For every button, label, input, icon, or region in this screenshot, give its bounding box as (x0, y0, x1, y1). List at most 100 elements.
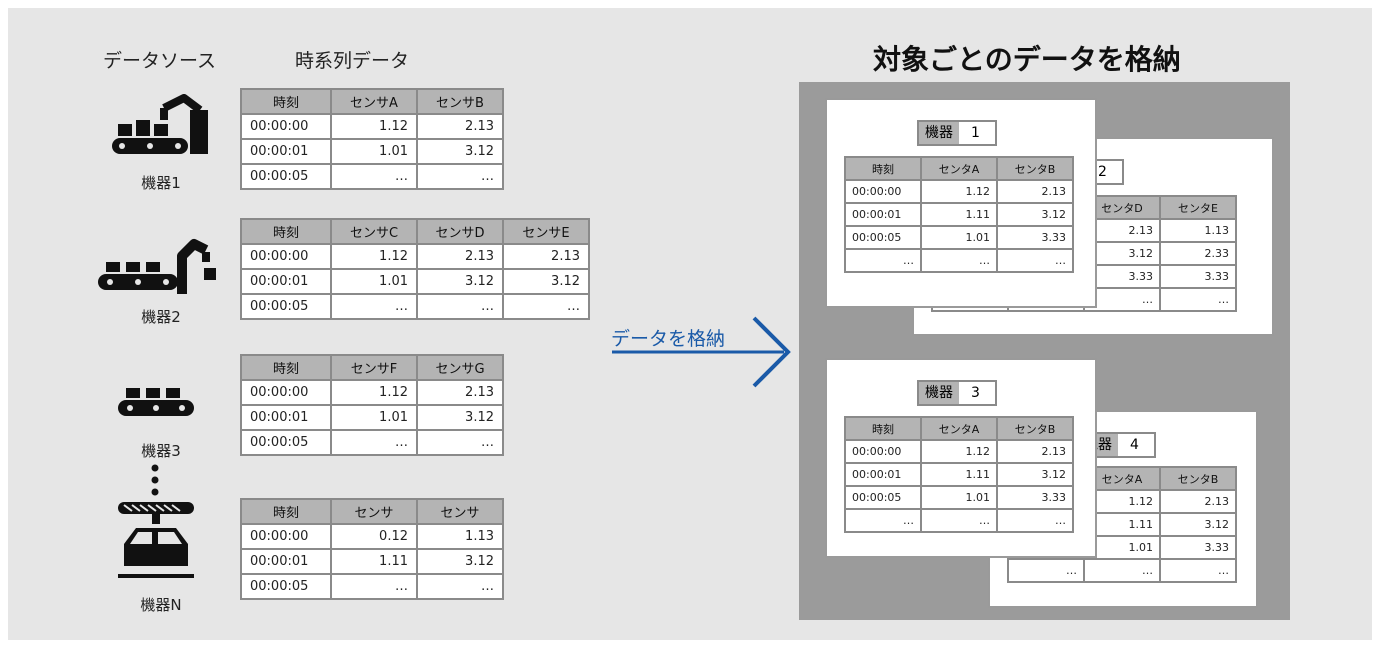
table-row: … … … (844, 248, 1074, 273)
time-series-table-2: 時刻 センサC センサD センサE 00:00:00 1.12 2.13 2.1… (240, 218, 590, 320)
table-cell: 3.12 (416, 548, 504, 575)
table-cell: 00:00:00 (240, 243, 332, 270)
table-cell: 2.13 (416, 243, 504, 270)
table-cell: 1.13 (1159, 218, 1237, 243)
device-table-1: 時刻 センタA センタB 00:00:00 1.12 2.13 00:00:01… (844, 156, 1074, 273)
car-assembly-icon (118, 502, 194, 578)
table-cell: … (1159, 287, 1237, 312)
column-header: センタB (996, 156, 1074, 181)
table-cell: 3.12 (416, 138, 504, 165)
device-number: 2 (1098, 164, 1107, 180)
table-cell: … (844, 248, 922, 273)
column-header: 時刻 (240, 88, 332, 115)
column-header: 時刻 (240, 498, 332, 525)
device-key: 機器 (919, 122, 959, 144)
column-header: センタA (920, 416, 998, 441)
storage-title: 対象ごとのデータを格納 (873, 43, 1181, 76)
column-header: 時刻 (240, 354, 332, 381)
table-cell: 3.33 (996, 225, 1074, 250)
robot-arm-conveyor-icon (98, 239, 216, 294)
time-series-table-3: 時刻 センサF センサG 00:00:00 1.12 2.13 00:00:01… (240, 354, 504, 456)
device-id-box: 機器 1 (917, 120, 997, 146)
table-cell: 00:00:01 (844, 202, 922, 227)
table-cell: 00:00:01 (240, 404, 332, 431)
storage-area: 2 センタD センタE 2.13 1.13 3.12 2.33 3.33 3. (799, 82, 1290, 620)
table-cell: 3.12 (996, 462, 1074, 487)
column-header: センサC (330, 218, 418, 245)
table-cell: 00:00:00 (240, 113, 332, 140)
table-cell: 1.01 (330, 268, 418, 295)
table-cell: 00:00:00 (844, 179, 922, 204)
table-row: 00:00:00 1.12 2.13 (844, 439, 1074, 464)
time-series-table-1: 時刻 センサA センサB 00:00:00 1.12 2.13 00:00:01… (240, 88, 504, 190)
table-cell: 2.13 (502, 243, 590, 270)
table-cell: … (330, 573, 418, 600)
table-cell: … (1159, 558, 1237, 583)
column-header: センタB (1159, 466, 1237, 491)
column-header: センタB (996, 416, 1074, 441)
table-cell: … (330, 293, 418, 320)
device-label-3: 機器3 (141, 442, 181, 460)
table-cell: 0.12 (330, 523, 418, 550)
table-row: 00:00:01 1.01 3.12 (240, 138, 504, 165)
table-cell: 2.33 (1159, 241, 1237, 266)
column-header: センサD (416, 218, 504, 245)
table-header-row: 時刻 センタA センタB (844, 416, 1074, 441)
table-row: 00:00:00 1.12 2.13 2.13 (240, 243, 590, 270)
table-cell: 3.12 (1159, 512, 1237, 537)
column-header: センタA (920, 156, 998, 181)
table-cell: 1.11 (330, 548, 418, 575)
device-label-1: 機器1 (141, 174, 181, 192)
table-cell: 2.13 (996, 439, 1074, 464)
data-source-header: データソース (103, 50, 217, 72)
table-row: 00:00:05 1.01 3.33 (844, 225, 1074, 250)
table-cell: … (416, 163, 504, 190)
column-header: センサF (330, 354, 418, 381)
table-cell: … (1083, 558, 1161, 583)
table-cell: 3.12 (416, 404, 504, 431)
table-cell: 00:00:05 (240, 293, 332, 320)
table-cell: … (996, 248, 1074, 273)
device-card-1: 機器 1 時刻 センタA センタB 00:00:00 1.12 2.13 00:… (825, 98, 1097, 308)
table-row: 00:00:05 1.01 3.33 (844, 485, 1074, 510)
table-cell: 00:00:01 (844, 462, 922, 487)
vertical-ellipsis-icon (151, 464, 159, 496)
table-cell: … (502, 293, 590, 320)
table-row: 00:00:00 0.12 1.13 (240, 523, 504, 550)
table-cell: 3.33 (1159, 264, 1237, 289)
table-cell: 00:00:05 (844, 485, 922, 510)
table-header-row: 時刻 センサF センサG (240, 354, 504, 381)
device-label-n: 機器N (140, 596, 182, 614)
table-row: 00:00:01 1.01 3.12 3.12 (240, 268, 590, 295)
table-cell: 3.33 (996, 485, 1074, 510)
table-row: 00:00:00 1.12 2.13 (240, 379, 504, 406)
table-cell: 00:00:05 (240, 573, 332, 600)
diagram-canvas: データソース 時系列データ 対象ごとのデータを格納 機器1 機器2 機器3 (8, 8, 1372, 640)
device-key: 機器 (919, 382, 959, 404)
column-header: センサ (330, 498, 418, 525)
table-cell: 1.12 (330, 113, 418, 140)
table-cell: … (844, 508, 922, 533)
table-cell: 1.11 (920, 462, 998, 487)
table-row: 00:00:05 … … (240, 429, 504, 456)
table-cell: 2.13 (996, 179, 1074, 204)
table-cell: … (996, 508, 1074, 533)
table-cell: 2.13 (416, 113, 504, 140)
table-cell: 00:00:05 (240, 429, 332, 456)
table-cell: 00:00:05 (844, 225, 922, 250)
table-cell: 00:00:01 (240, 138, 332, 165)
table-cell: … (416, 573, 504, 600)
device-number: 4 (1130, 437, 1139, 453)
table-cell: 3.33 (1159, 535, 1237, 560)
table-row: … … … (1007, 558, 1237, 583)
column-header: センサB (416, 88, 504, 115)
arrow-label: データを格納 (611, 328, 726, 350)
table-cell: 2.13 (416, 379, 504, 406)
table-header-row: 時刻 センサ センサ (240, 498, 504, 525)
table-cell: … (1007, 558, 1085, 583)
device-card-3: 機器 3 時刻 センタA センタB 00:00:00 1.12 2.13 00:… (825, 358, 1097, 558)
table-cell: 3.12 (416, 268, 504, 295)
column-header: 時刻 (844, 416, 922, 441)
table-cell: … (330, 163, 418, 190)
table-cell: 1.12 (330, 243, 418, 270)
